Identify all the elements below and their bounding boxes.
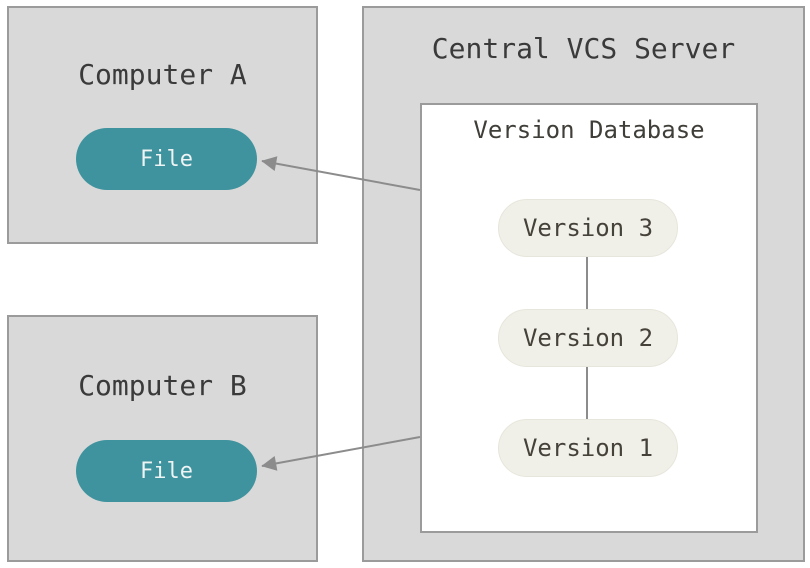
computer-a-file-label: File: [140, 146, 193, 172]
computer-b-title: Computer B: [78, 369, 247, 402]
version-3-pill: Version 3: [498, 199, 678, 257]
computer-a-box: [7, 6, 318, 244]
version-1-label: Version 1: [522, 434, 654, 462]
version-2-pill: Version 2: [498, 309, 678, 367]
version-database-title: Version Database: [473, 116, 705, 144]
computer-a-title: Computer A: [78, 58, 247, 91]
computer-b-file-label: File: [140, 458, 193, 484]
version-1-pill: Version 1: [498, 419, 678, 477]
computer-a-file-pill: File: [76, 128, 257, 190]
computer-b-box: [7, 315, 318, 562]
version-3-label: Version 3: [522, 214, 654, 242]
central-vcs-server-title: Central VCS Server: [431, 32, 736, 65]
computer-b-file-pill: File: [76, 440, 257, 502]
version-2-label: Version 2: [522, 324, 654, 352]
